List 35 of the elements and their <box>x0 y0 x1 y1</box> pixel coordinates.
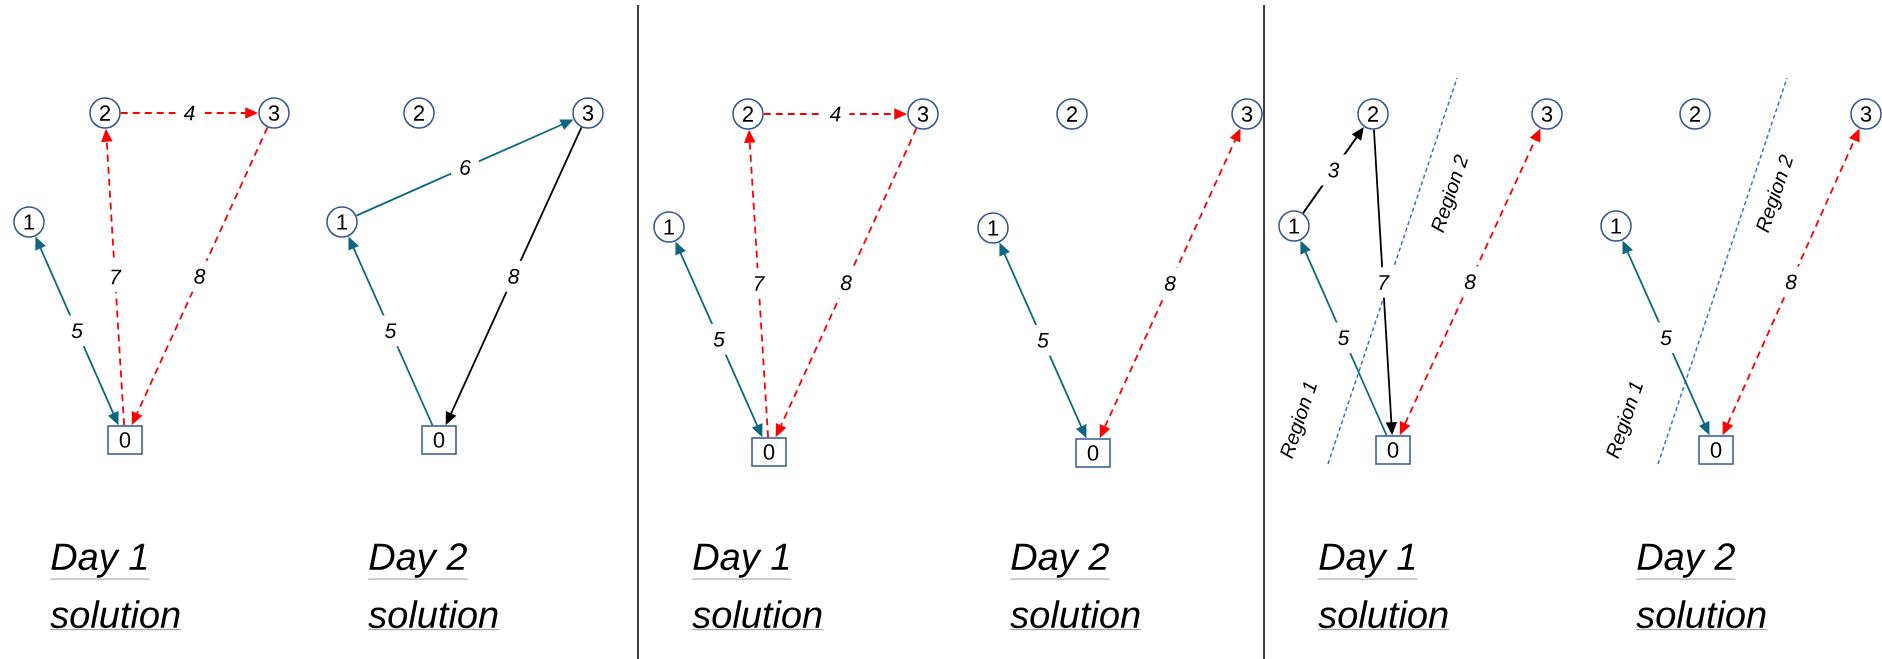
node-box: 0 <box>421 425 457 455</box>
edge-label: 5 <box>376 315 405 347</box>
solution-title: Day 2 solution <box>1010 543 1142 630</box>
edge-label: 5 <box>705 324 733 355</box>
solution-title: Day 2 solution <box>368 543 500 630</box>
edge-label: 8 <box>1777 266 1805 298</box>
node-box: 0 <box>1375 435 1411 465</box>
edge-label: 5 <box>1029 325 1057 356</box>
solution-title: Day 2 solution <box>1636 543 1768 630</box>
solution-title: Day 1 solution <box>692 543 824 630</box>
edge-label: 6 <box>451 152 479 183</box>
edge-label: 8 <box>185 260 214 292</box>
edge-label: 4 <box>175 97 204 129</box>
solution-title: Day 1 solution <box>1318 543 1450 630</box>
node-box: 0 <box>751 437 787 467</box>
edge-label: 5 <box>63 315 91 347</box>
edge-label: 8 <box>832 267 860 299</box>
edge-label: 8 <box>1156 267 1184 299</box>
region-label: Region 2 <box>1431 154 1468 233</box>
edge-label: 8 <box>499 260 528 292</box>
node-box: 0 <box>1698 435 1734 465</box>
edge-label: 8 <box>1456 266 1484 298</box>
region-label: Region 2 <box>1756 154 1793 233</box>
edge-label: 4 <box>821 98 850 130</box>
node-box: 0 <box>107 425 143 455</box>
edge-label: 3 <box>1319 154 1348 186</box>
region-label: Region 1 <box>1280 381 1317 460</box>
solution-title: Day 1 solution <box>50 543 182 630</box>
region-label: Region 1 <box>1606 381 1643 460</box>
edge-label: 5 <box>1329 322 1358 354</box>
edge-label: 7 <box>1369 267 1397 298</box>
edge-label: 7 <box>101 261 129 293</box>
edge-label: 5 <box>1652 322 1680 354</box>
node-box: 0 <box>1075 438 1111 468</box>
edge-label: 7 <box>744 268 773 299</box>
